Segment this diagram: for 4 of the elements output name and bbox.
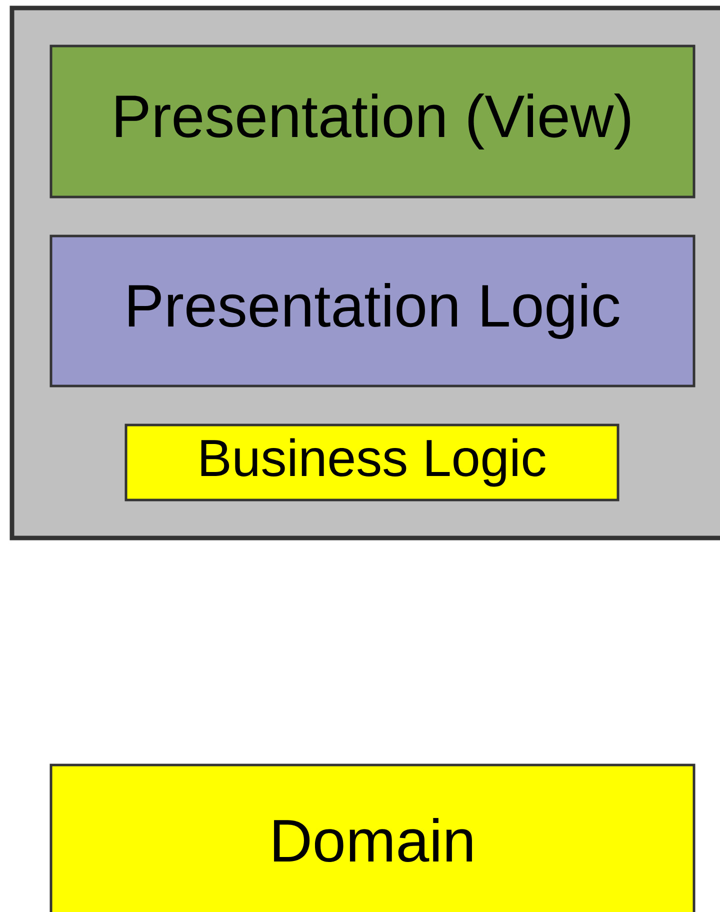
domain-box: Domain [50,764,696,912]
view-box: Presentation (View) [50,44,696,198]
logic-box: Presentation Logic [50,234,696,388]
business-logic-box: Business Logic [124,424,620,502]
